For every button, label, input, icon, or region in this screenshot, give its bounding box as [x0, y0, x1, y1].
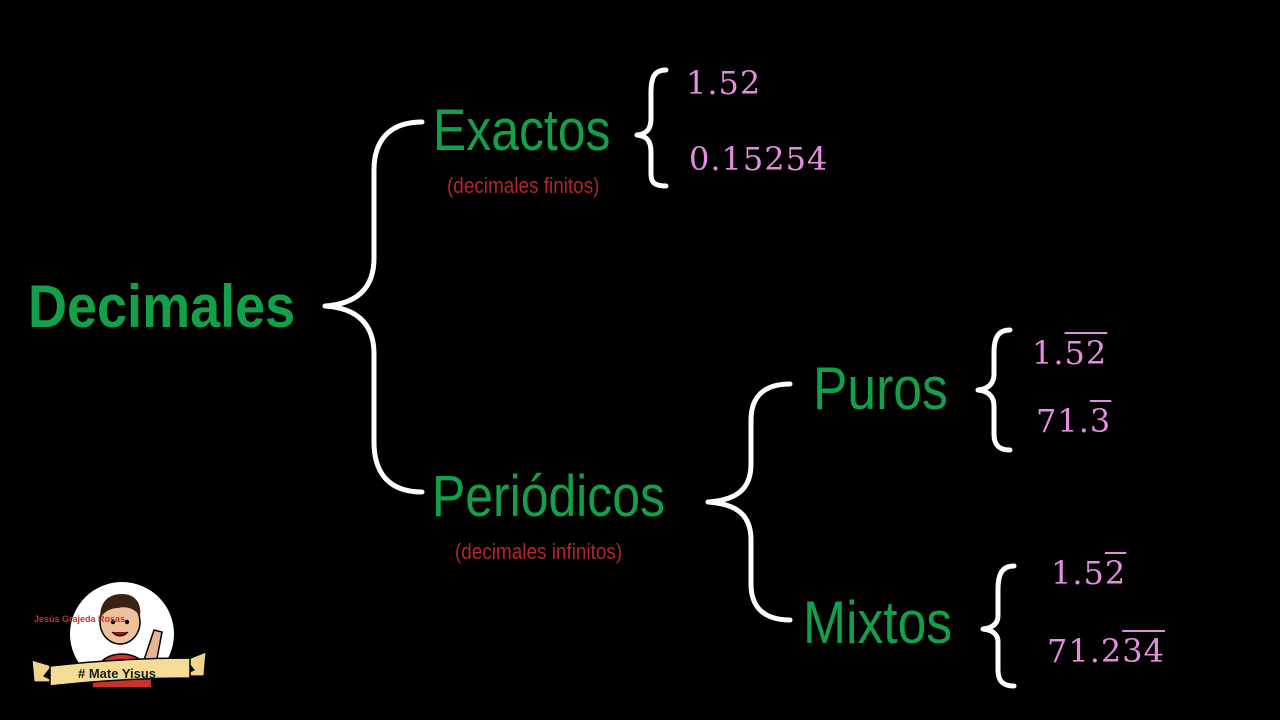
exactos-brace: [634, 67, 669, 189]
exactos-example-1: 1.52: [686, 64, 762, 102]
mate-yisus-logo: Jesús Grajeda Rosas # Mate Yisus: [31, 582, 207, 689]
puros-label: Puros: [813, 355, 948, 422]
logo-name-text: Jesús Grajeda Rosas: [34, 614, 125, 624]
mixtos-example-2: 71.234: [1047, 632, 1165, 670]
exactos-example-2: 0.15254: [689, 140, 829, 178]
decimales-label: Decimales: [28, 273, 296, 340]
mixtos-brace: [980, 563, 1017, 689]
puros-example-1: 1.52: [1032, 334, 1107, 372]
puros-example-2-int: 71.: [1036, 402, 1090, 440]
mixtos-example-2-period: 34: [1122, 632, 1165, 670]
puros-brace: [975, 327, 1013, 453]
puros-example-2: 71.3: [1036, 402, 1111, 440]
main-brace: [322, 119, 425, 495]
puros-example-2-period: 3: [1089, 402, 1112, 440]
mixtos-label: Mixtos: [803, 589, 953, 656]
mixtos-example-1-int: 1.5: [1051, 554, 1105, 592]
mixtos-example-1-period: 2: [1104, 554, 1127, 592]
exactos-label: Exactos: [433, 98, 611, 163]
periodicos-brace: [705, 381, 793, 623]
periodicos-note: (decimales infinitos): [455, 539, 623, 564]
exactos-note: (decimales finitos): [447, 173, 600, 198]
logo-tag-text: # Mate Yisus: [78, 666, 156, 681]
mixtos-example-2-int: 71.2: [1047, 632, 1123, 670]
puros-example-1-int: 1.: [1032, 334, 1065, 372]
periodicos-label: Periódicos: [432, 464, 665, 529]
puros-example-1-period: 52: [1064, 334, 1108, 372]
mixtos-example-1: 1.52: [1051, 554, 1126, 592]
